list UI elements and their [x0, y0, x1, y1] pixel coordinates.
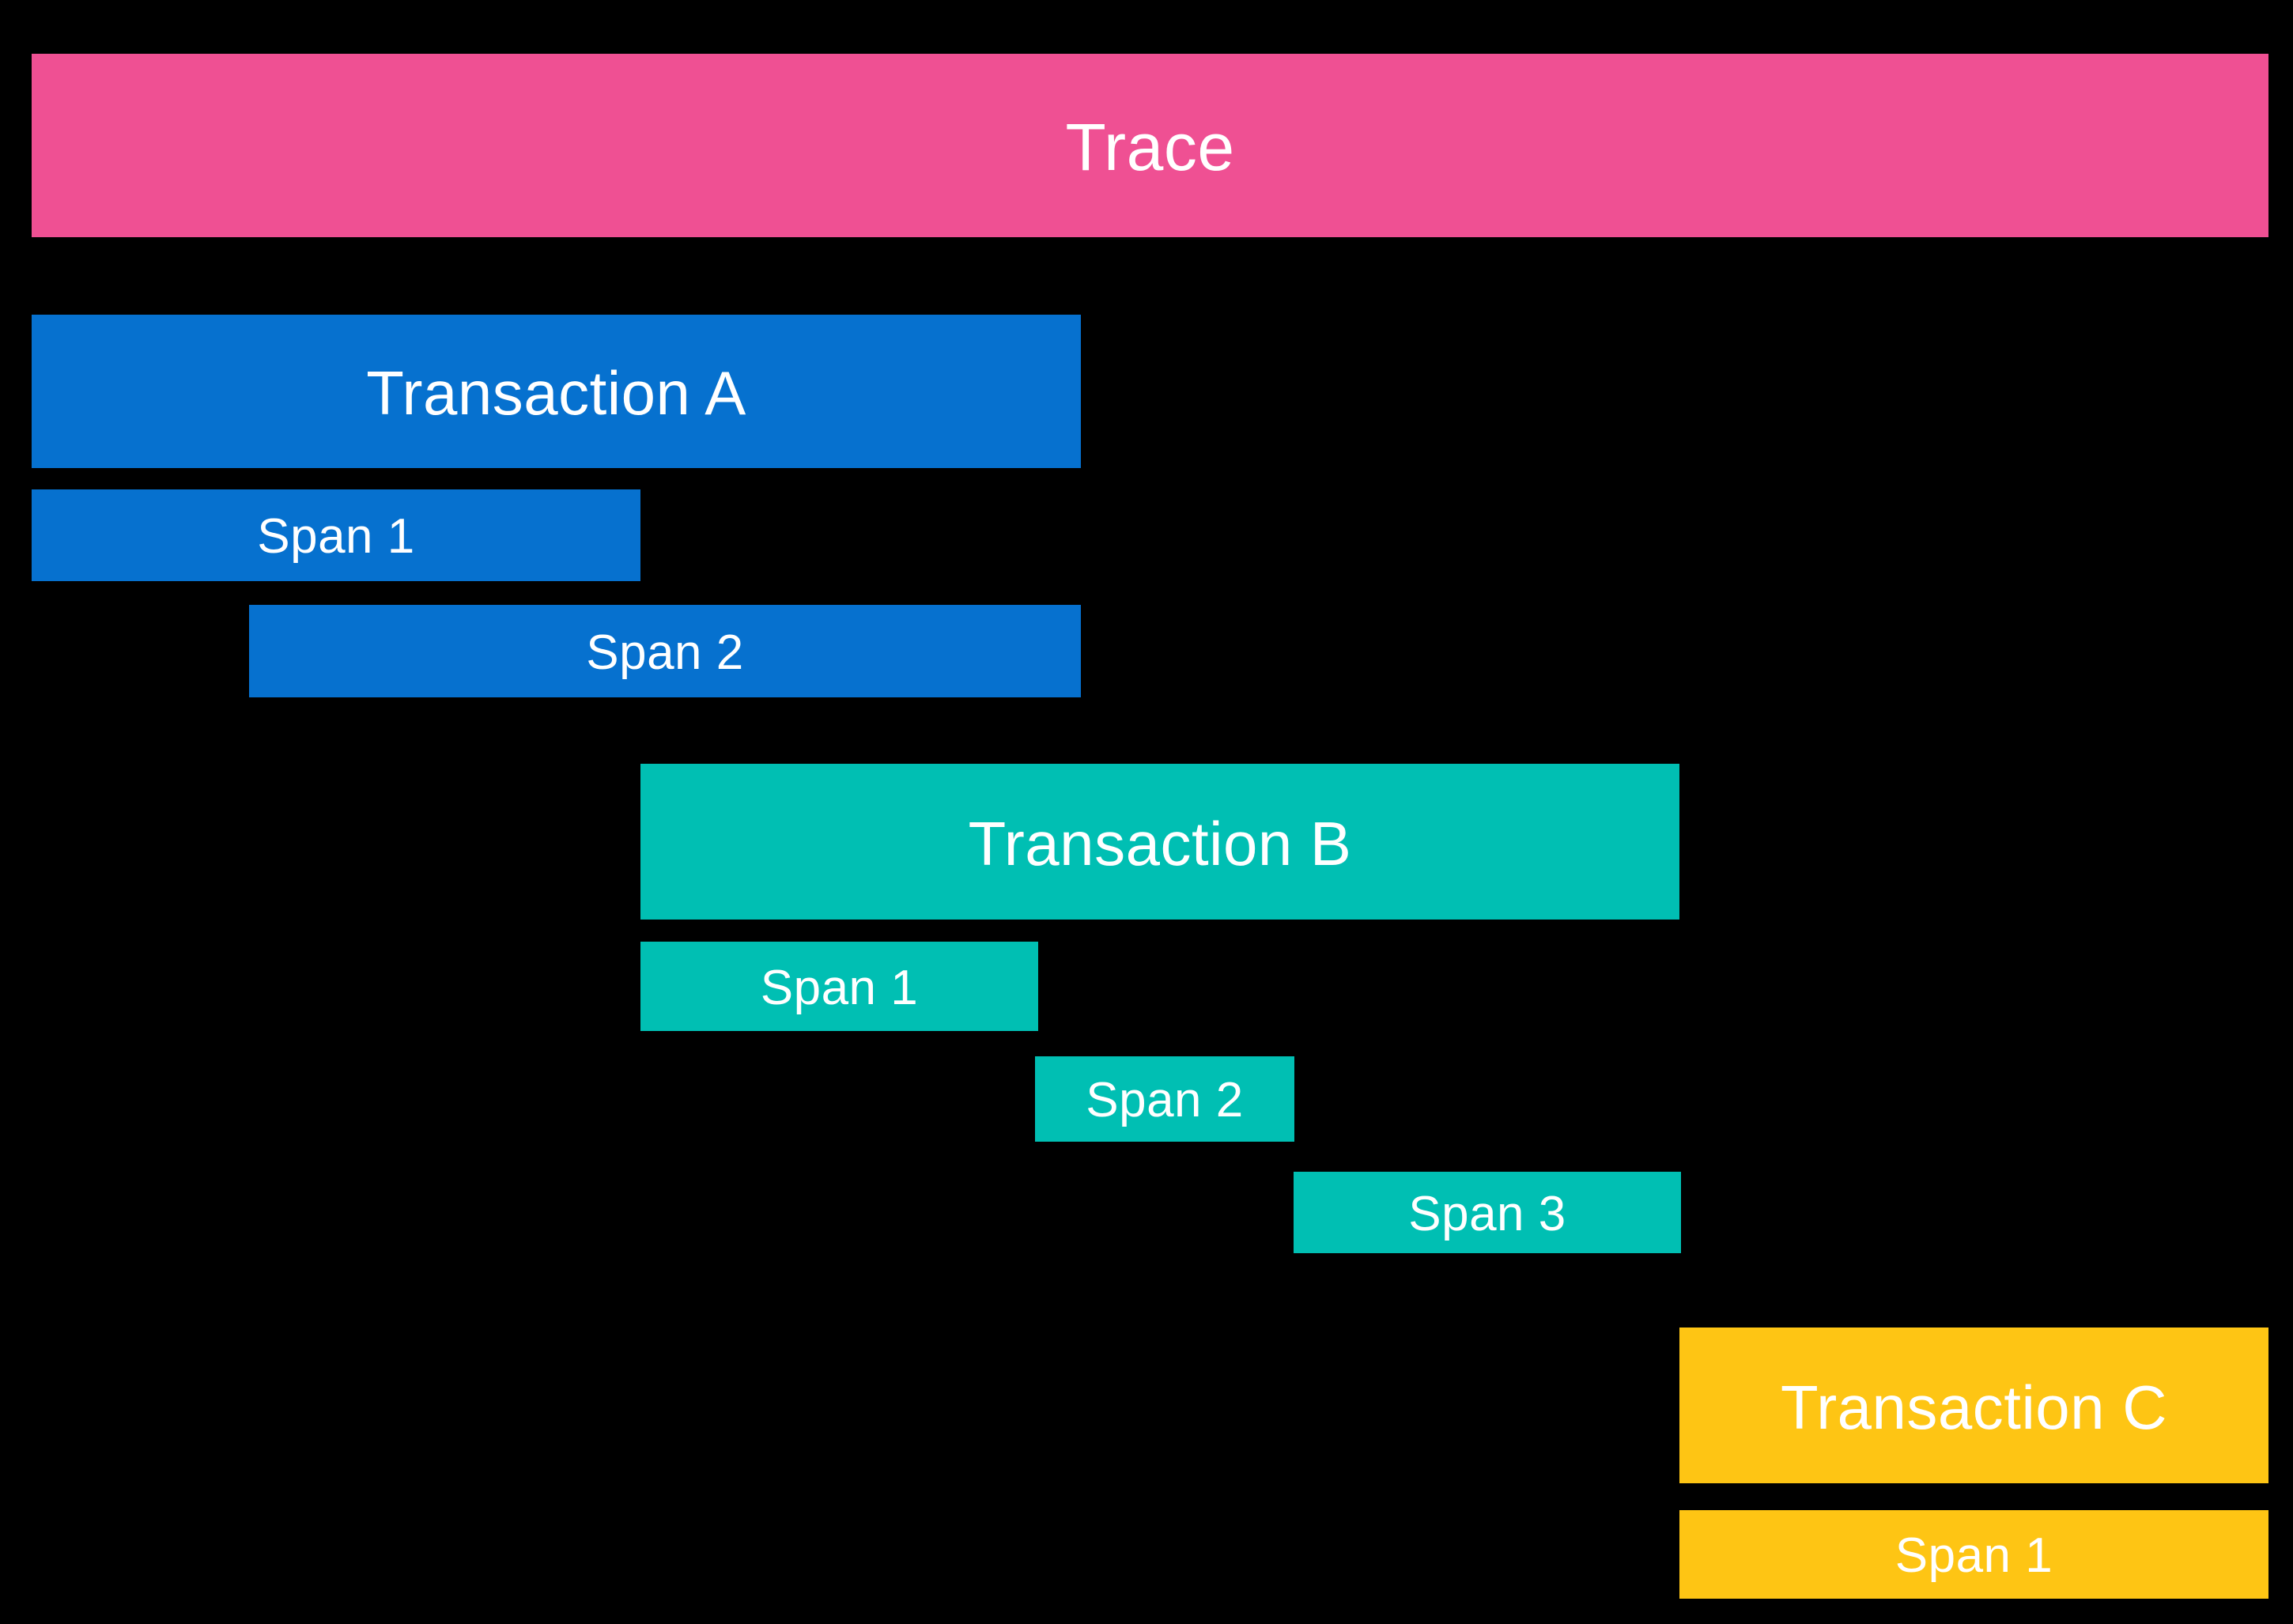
trace-bar-label: Trace: [1065, 110, 1235, 184]
transaction-a-span-1-bar[interactable]: Span 1: [32, 489, 640, 581]
transaction-c-label: Transaction C: [1780, 1372, 2168, 1442]
transaction-b-span-3-label: Span 3: [1408, 1186, 1566, 1241]
transaction-b-label: Transaction B: [968, 808, 1352, 878]
transaction-b-bar[interactable]: Transaction B: [640, 764, 1679, 920]
transaction-c-span-1-bar[interactable]: Span 1: [1679, 1510, 2268, 1599]
transaction-a-label: Transaction A: [366, 358, 746, 428]
transaction-a-span-1-label: Span 1: [257, 509, 415, 564]
transaction-b-span-1-bar[interactable]: Span 1: [640, 942, 1038, 1031]
transaction-b-span-3-bar[interactable]: Span 3: [1294, 1172, 1681, 1253]
transaction-c-bar[interactable]: Transaction C: [1679, 1328, 2268, 1483]
transaction-b-span-2-label: Span 2: [1086, 1073, 1244, 1127]
transaction-a-span-2-bar[interactable]: Span 2: [249, 605, 1081, 697]
transaction-b-span-1-label: Span 1: [760, 960, 919, 1015]
transaction-c-span-1-label: Span 1: [1894, 1528, 2053, 1583]
transaction-a-bar[interactable]: Transaction A: [32, 315, 1081, 468]
transaction-a-span-2-label: Span 2: [586, 625, 744, 680]
trace-bar[interactable]: Trace: [32, 54, 2268, 237]
transaction-b-span-2-bar[interactable]: Span 2: [1035, 1056, 1294, 1142]
